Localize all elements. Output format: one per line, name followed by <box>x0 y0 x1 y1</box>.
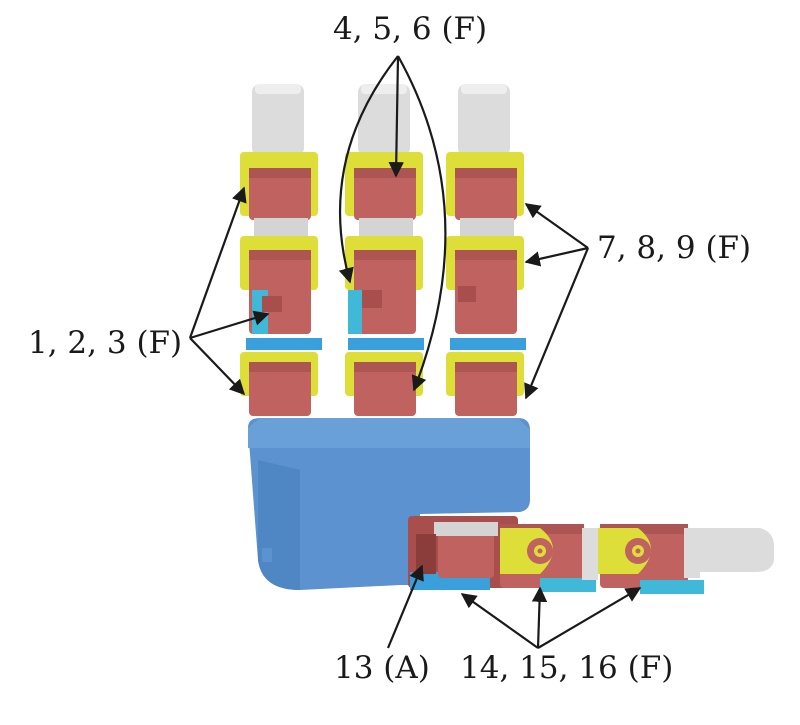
label-joints-7-8-9: 7, 8, 9 (F) <box>597 230 752 266</box>
fingertip <box>252 84 304 156</box>
finger-left <box>240 84 322 416</box>
arrow-2 <box>189 310 270 340</box>
arrow-8 <box>524 246 589 267</box>
palm <box>248 418 530 590</box>
servo <box>354 250 416 334</box>
label-joints-14-15-16: 14, 15, 16 (F) <box>460 650 674 686</box>
servo <box>249 362 311 416</box>
arrow-15 <box>531 586 548 649</box>
arrow-16 <box>537 587 642 649</box>
thumb <box>408 516 774 594</box>
label-joint-13: 13 (A) <box>334 650 430 686</box>
arrow-14 <box>460 593 539 649</box>
arrow-13 <box>386 564 424 649</box>
label-joints-4-5-6: 4, 5, 6 (F) <box>333 11 488 47</box>
annotation-arrows <box>188 55 642 649</box>
servo <box>354 362 416 416</box>
servo <box>354 168 416 220</box>
fingertip <box>358 84 410 156</box>
fingertip <box>458 84 510 156</box>
fingertip <box>700 528 774 572</box>
label-joints-1-2-3: 1, 2, 3 (F) <box>28 325 183 361</box>
servo <box>455 250 517 334</box>
finger-middle <box>345 84 424 416</box>
servo <box>455 168 517 220</box>
arrow-6 <box>397 55 447 392</box>
arrow-9 <box>524 247 590 400</box>
arrow-4 <box>388 55 404 178</box>
servo <box>249 168 311 220</box>
servo <box>455 362 517 416</box>
arrow-3 <box>189 337 246 396</box>
arrow-5 <box>338 55 399 284</box>
finger-right <box>446 84 526 416</box>
arrow-7 <box>524 203 589 249</box>
arrow-1 <box>188 186 247 339</box>
